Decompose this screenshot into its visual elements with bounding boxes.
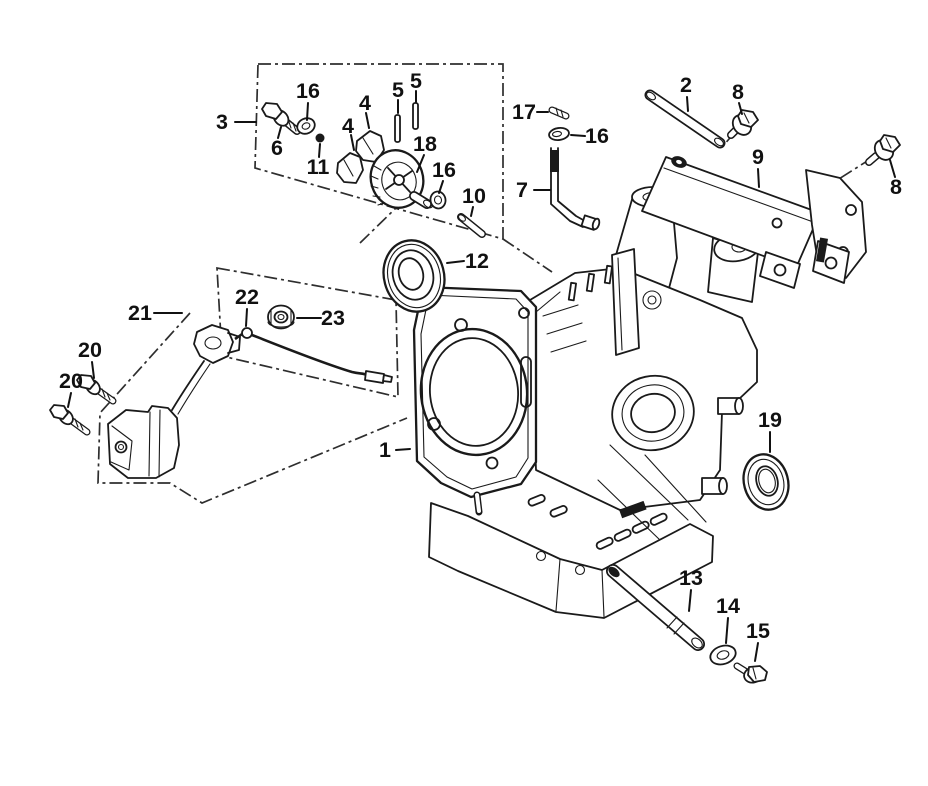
shaft-group: [606, 564, 768, 684]
callout-19: 19: [758, 408, 782, 432]
engine-block-drawing: [412, 186, 761, 619]
crank-bore-boss: [611, 374, 695, 452]
steel-ball-11: [315, 133, 325, 143]
callout-10: 10: [462, 184, 486, 208]
weight-pin-5-left: [394, 114, 401, 143]
pushrod-plate: [611, 248, 640, 356]
wire-connector: [364, 370, 385, 384]
ball-bearing-12: [382, 239, 446, 313]
callout-4-a: 4: [342, 114, 354, 138]
callout-14: 14: [716, 594, 740, 618]
callout-16-b: 16: [432, 158, 456, 182]
flange-bolt-8-right: [865, 134, 901, 166]
governor-gear-18: [369, 149, 433, 209]
thrust-washer-16-gear: [429, 190, 447, 210]
bracket-assembly: [641, 89, 901, 289]
callout-21: 21: [128, 301, 152, 325]
callout-18: 18: [413, 132, 437, 156]
callout-4-b: 4: [359, 91, 371, 115]
wire-grommet-22: [241, 327, 253, 339]
callout-23: 23: [321, 306, 345, 330]
oil-switch-sensor-head: [193, 324, 241, 364]
weight-pin-5-right: [412, 102, 419, 130]
callout-8-a: 8: [732, 80, 744, 104]
governor-rod: [644, 89, 726, 149]
callout-5-b: 5: [410, 69, 422, 93]
callout-22: 22: [235, 285, 259, 309]
callout-20-b: 20: [59, 369, 83, 393]
callout-7: 7: [516, 178, 528, 202]
callout-1: 1: [379, 438, 391, 462]
flange-bolt-15: [733, 662, 768, 684]
callout-20-a: 20: [78, 338, 102, 362]
flange-bolt-8-top: [727, 109, 759, 139]
oil-switch-group: [49, 304, 393, 479]
callout-16-c: 16: [585, 124, 609, 148]
governor-arm-group: [548, 106, 601, 231]
cotter-pin-17: [548, 106, 570, 120]
pivot-shaft-13: [606, 564, 705, 651]
switch-bracket-arm: [171, 360, 205, 411]
flange-bolt-20-lower: [49, 404, 91, 436]
callout-8-b: 8: [890, 175, 902, 199]
side-lugs: [701, 397, 744, 495]
callout-16-a: 16: [296, 79, 320, 103]
callout-12: 12: [465, 249, 489, 273]
governor-arm-shaft-7: [550, 147, 601, 231]
base-slots: [527, 494, 668, 550]
crankcase-base: [428, 502, 714, 619]
callout-5-a: 5: [392, 78, 404, 102]
group-box-21-pointer: [97, 312, 408, 504]
callout-17: 17: [512, 100, 536, 124]
governor-weight-left-4: [336, 152, 364, 184]
cylinder-flange: [412, 285, 538, 516]
callout-2: 2: [680, 73, 692, 97]
flange-bolt-6: [261, 102, 301, 135]
callout-6: 6: [271, 136, 283, 160]
block-studs: [567, 264, 662, 310]
flange-bolt-20-upper: [76, 374, 117, 405]
switch-bracket-arm-inner: [177, 363, 211, 415]
callout-13: 13: [679, 566, 703, 590]
callout-15: 15: [746, 619, 770, 643]
sealing-washer-14: [709, 644, 737, 666]
callout-leaders: [67, 90, 896, 662]
oil-seal-19: [742, 453, 790, 511]
gear-pin-10: [457, 213, 486, 238]
washer-16-bolt: [296, 117, 316, 135]
callout-labels: 3 16 6 11 4 4 5 5 18 16 10 12 17 16 7 2 …: [59, 69, 902, 643]
engine-bracket: [641, 156, 867, 289]
callout-3: 3: [216, 110, 228, 134]
flange-nut-23: [267, 304, 295, 330]
callout-11: 11: [307, 155, 330, 179]
washer-16-arm: [548, 126, 570, 142]
pointer-box3-to-bearing: [359, 205, 399, 244]
callout-9: 9: [752, 145, 764, 169]
pointer-box3-to-block: [502, 238, 553, 273]
wire-lead: [234, 327, 393, 384]
oil-switch-mount: [107, 405, 180, 479]
governor-gear-group: [261, 102, 486, 238]
